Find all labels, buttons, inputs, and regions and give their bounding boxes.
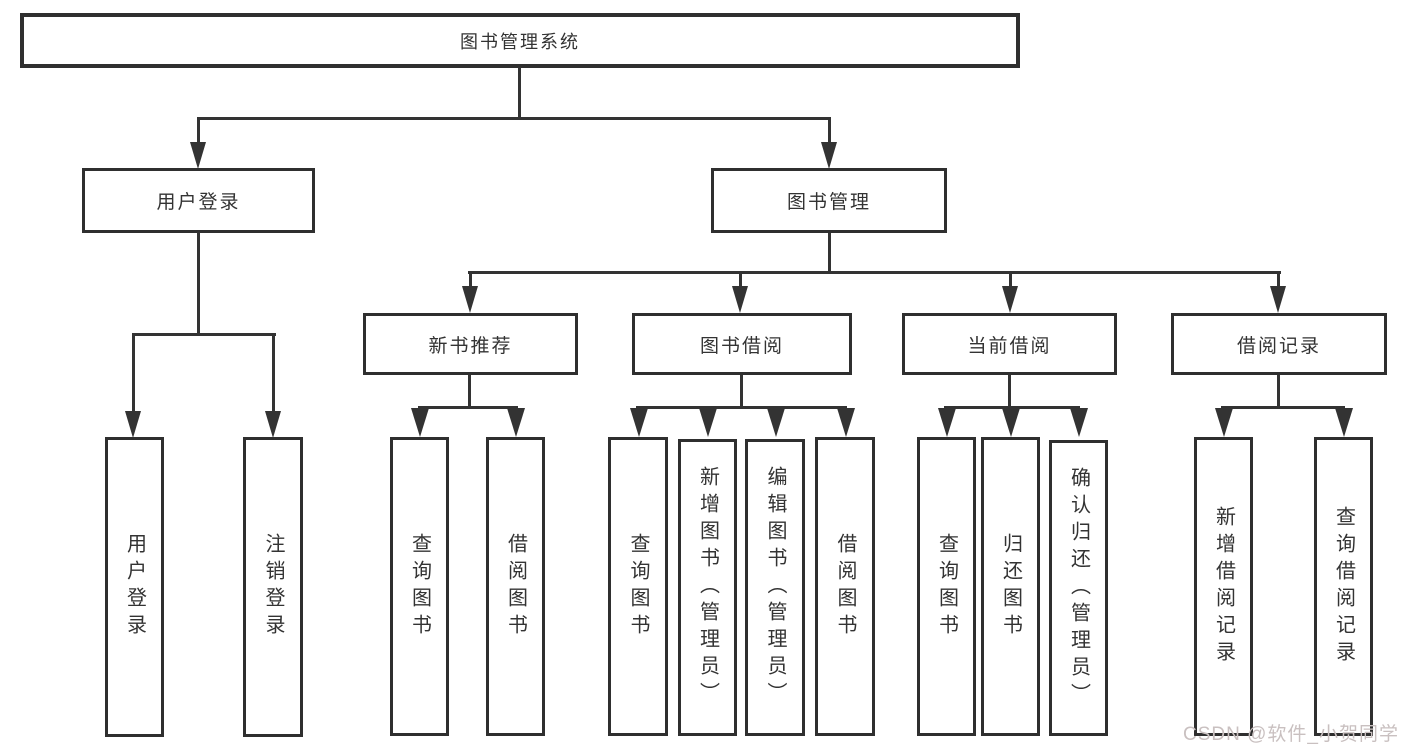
arrowhead-down — [1002, 286, 1018, 313]
connector — [740, 375, 743, 409]
node-label: 当前借阅 — [967, 335, 1052, 357]
node-label: 用户登录 — [156, 192, 241, 213]
leaf-label: 借阅图书 — [504, 532, 527, 641]
leaf-query-books-borrowing: 查询图书 — [608, 437, 668, 736]
csdn-watermark: CSDN @软件_小贺同学 — [1183, 724, 1399, 745]
arrowhead-down — [767, 408, 785, 437]
leaf-label: 查询图书 — [627, 532, 649, 641]
arrowhead-down — [837, 408, 855, 437]
arrowhead-down — [411, 408, 429, 437]
node-library-management-system: 图书管理系统 — [20, 13, 1020, 68]
arrowhead-down — [699, 408, 717, 437]
arrowhead-down — [1070, 408, 1088, 437]
node-current-borrowing: 当前借阅 — [902, 313, 1117, 375]
connector — [1009, 273, 1012, 288]
arrowhead-down — [821, 142, 837, 169]
connector — [518, 67, 521, 119]
arrowhead-down — [1335, 408, 1353, 437]
node-label: 图书借阅 — [699, 335, 784, 357]
connector — [1277, 273, 1280, 288]
leaf-confirm-return-admin: 确认归还（管理员） — [1049, 440, 1108, 736]
connector — [828, 233, 831, 273]
leaf-query-books-current: 查询图书 — [917, 437, 976, 736]
connector — [1221, 406, 1345, 409]
arrowhead-down — [1215, 408, 1233, 437]
leaf-label: 新增图书（管理员） — [696, 466, 719, 709]
leaf-query-books-recommend: 查询图书 — [390, 437, 449, 736]
arrowhead-down — [732, 286, 748, 313]
connector — [1277, 375, 1280, 409]
node-book-borrowing: 图书借阅 — [632, 313, 852, 375]
arrowhead-down — [938, 408, 956, 437]
arrowhead-down — [265, 411, 281, 438]
arrowhead-down — [1002, 408, 1020, 437]
connector — [197, 232, 200, 336]
connector — [636, 406, 847, 409]
arrowhead-down — [125, 411, 141, 438]
arrowhead-down — [1270, 286, 1286, 313]
leaf-query-borrow-record: 查询借阅记录 — [1314, 437, 1373, 736]
arrowhead-down — [462, 286, 478, 313]
leaf-borrow-books: 借阅图书 — [815, 437, 875, 736]
leaf-user-login: 用户登录 — [105, 437, 164, 737]
connector — [132, 333, 276, 336]
leaf-label: 查询借阅记录 — [1332, 505, 1355, 668]
connector — [418, 406, 518, 409]
node-label: 图书管理系统 — [460, 31, 580, 52]
leaf-logout: 注销登录 — [243, 437, 303, 737]
node-borrowing-records: 借阅记录 — [1171, 313, 1387, 375]
connector — [132, 335, 135, 413]
arrowhead-down — [507, 408, 525, 437]
connector — [944, 406, 1080, 409]
connector — [1008, 375, 1011, 409]
connector — [468, 375, 471, 409]
connector — [197, 119, 200, 145]
node-label: 借阅记录 — [1236, 335, 1321, 357]
leaf-edit-books-admin: 编辑图书（管理员） — [745, 439, 805, 736]
leaf-label: 用户登录 — [123, 533, 146, 641]
connector — [739, 273, 742, 288]
leaf-label: 查询图书 — [935, 532, 958, 641]
node-book-management: 图书管理 — [711, 168, 947, 233]
node-new-book-recommendation: 新书推荐 — [363, 313, 578, 375]
connector — [828, 119, 831, 145]
connector — [468, 271, 1281, 274]
leaf-label: 借阅图书 — [834, 532, 856, 641]
leaf-borrow-books-recommend: 借阅图书 — [486, 437, 545, 736]
leaf-label: 注销登录 — [262, 533, 284, 641]
arrowhead-down — [190, 142, 206, 169]
connector — [469, 273, 472, 288]
arrowhead-down — [630, 408, 648, 437]
connector — [197, 117, 831, 120]
leaf-label: 归还图书 — [999, 532, 1022, 641]
connector — [272, 335, 275, 413]
node-label: 新书推荐 — [428, 335, 513, 357]
leaf-add-books-admin: 新增图书（管理员） — [678, 439, 737, 736]
node-user-login: 用户登录 — [82, 168, 315, 233]
node-label: 图书管理 — [786, 192, 871, 213]
leaf-label: 编辑图书（管理员） — [764, 466, 786, 709]
leaf-label: 确认归还（管理员） — [1067, 466, 1090, 710]
leaf-label: 查询图书 — [408, 532, 431, 641]
leaf-return-books: 归还图书 — [981, 437, 1040, 736]
leaf-add-borrow-record: 新增借阅记录 — [1194, 437, 1253, 736]
leaf-label: 新增借阅记录 — [1212, 505, 1235, 668]
